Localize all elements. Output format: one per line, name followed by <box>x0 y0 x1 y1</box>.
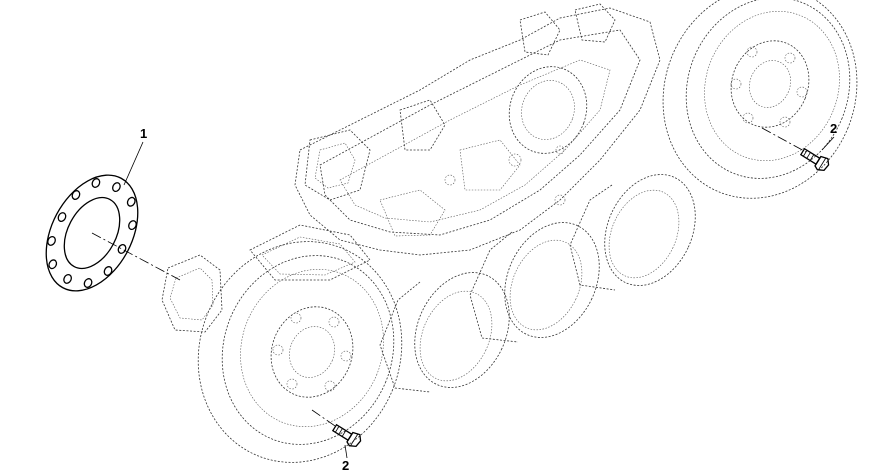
bolt-bottom <box>331 423 362 448</box>
leader-line-1 <box>123 141 144 186</box>
plate-bolt-holes <box>47 178 137 288</box>
wheel-right <box>662 0 858 199</box>
roller-3 <box>379 272 510 393</box>
frame-body <box>249 3 661 281</box>
centerline-plate <box>91 232 181 281</box>
roller-2 <box>469 222 600 343</box>
callout-1: 1 <box>140 126 147 141</box>
undercarriage-assembly <box>161 0 858 463</box>
gasket-plate <box>45 174 139 292</box>
centerline-bolt-bottom <box>311 409 339 429</box>
roller-1 <box>569 174 696 291</box>
leader-line-2 <box>821 136 835 151</box>
leader-line-3 <box>344 444 348 459</box>
wheel-left <box>197 241 403 463</box>
callout-3: 2 <box>342 458 349 472</box>
centerline-bolt-right <box>761 127 807 153</box>
bolt-right <box>799 147 830 172</box>
hub-mount <box>161 254 223 333</box>
callout-2: 2 <box>830 121 837 136</box>
